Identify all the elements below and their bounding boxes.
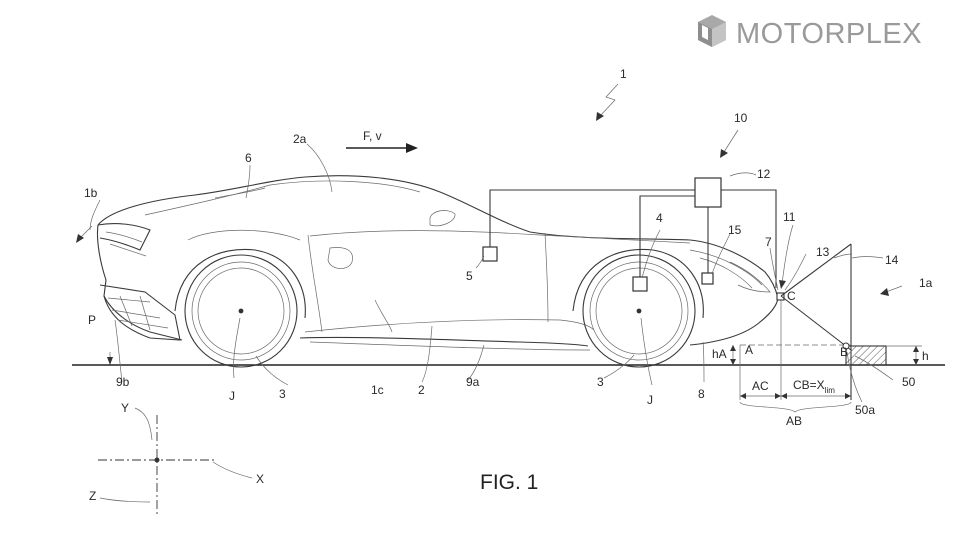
distance-dimensions bbox=[739, 393, 852, 413]
label-1b: 1b bbox=[84, 186, 98, 200]
label-cb: CB=Xlim bbox=[793, 378, 835, 395]
front-wheel bbox=[572, 248, 704, 368]
reference-arrows bbox=[76, 83, 903, 365]
label-4: 4 bbox=[656, 211, 663, 225]
rear-wheel-hub bbox=[238, 308, 244, 314]
label-11: 11 bbox=[783, 210, 796, 224]
label-50: 50 bbox=[902, 375, 916, 389]
brand-name: MOTORPLEX bbox=[736, 18, 922, 50]
label-j-front: J bbox=[647, 393, 653, 407]
label-j-rear: J bbox=[229, 389, 235, 403]
label-2: 2 bbox=[418, 383, 425, 397]
label-1: 1 bbox=[620, 67, 627, 81]
label-13: 13 bbox=[816, 245, 830, 259]
control-unit-12 bbox=[694, 177, 722, 208]
label-1c: 1c bbox=[371, 383, 384, 397]
label-15: 15 bbox=[728, 223, 742, 237]
obstacle-50 bbox=[842, 342, 887, 366]
label-3-front: 3 bbox=[597, 375, 604, 389]
sensor-box-5 bbox=[482, 246, 498, 262]
coordinate-axes bbox=[98, 407, 253, 515]
label-9b: 9b bbox=[116, 375, 130, 389]
rear-wheel bbox=[174, 248, 306, 368]
leader-lines bbox=[89, 143, 894, 403]
label-6: 6 bbox=[245, 151, 252, 165]
label-ac: AC bbox=[752, 379, 769, 393]
cube-icon bbox=[698, 15, 726, 47]
label-5: 5 bbox=[466, 269, 473, 283]
label-ab: AB bbox=[786, 414, 802, 428]
label-y: Y bbox=[121, 401, 129, 415]
label-a: A bbox=[745, 343, 753, 357]
control-wiring bbox=[482, 177, 785, 301]
front-wheel-hub bbox=[636, 308, 642, 314]
motorplex-logo: MOTORPLEX bbox=[698, 15, 922, 50]
label-1a: 1a bbox=[919, 276, 933, 290]
label-2a: 2a bbox=[293, 132, 307, 146]
label-ha: hA bbox=[712, 347, 727, 361]
sensor-c bbox=[776, 292, 785, 301]
vehicle-outline bbox=[96, 175, 779, 351]
label-10: 10 bbox=[734, 111, 748, 125]
label-7: 7 bbox=[765, 235, 772, 249]
label-12: 12 bbox=[757, 167, 771, 181]
sensing-cone bbox=[739, 243, 852, 400]
label-14: 14 bbox=[885, 253, 899, 267]
label-z: Z bbox=[89, 489, 96, 503]
label-50a: 50a bbox=[855, 403, 875, 417]
label-b: B bbox=[840, 345, 848, 359]
label-fv: F, v bbox=[363, 129, 382, 143]
sensor-box-4 bbox=[632, 276, 648, 292]
label-p: P bbox=[88, 313, 96, 327]
sensor-box-15 bbox=[701, 272, 714, 285]
label-9a: 9a bbox=[466, 375, 480, 389]
height-dimensions bbox=[730, 345, 922, 365]
label-h: h bbox=[922, 349, 929, 363]
label-8: 8 bbox=[698, 387, 705, 401]
label-x: X bbox=[256, 472, 264, 486]
direction-arrow bbox=[346, 143, 418, 153]
figure-caption: FIG. 1 bbox=[480, 471, 538, 494]
label-c: C bbox=[787, 289, 796, 303]
reference-numerals: 1 10 2a F, v 6 12 1b 11 4 15 7 13 14 5 1… bbox=[84, 67, 933, 503]
label-3-rear: 3 bbox=[279, 387, 286, 401]
